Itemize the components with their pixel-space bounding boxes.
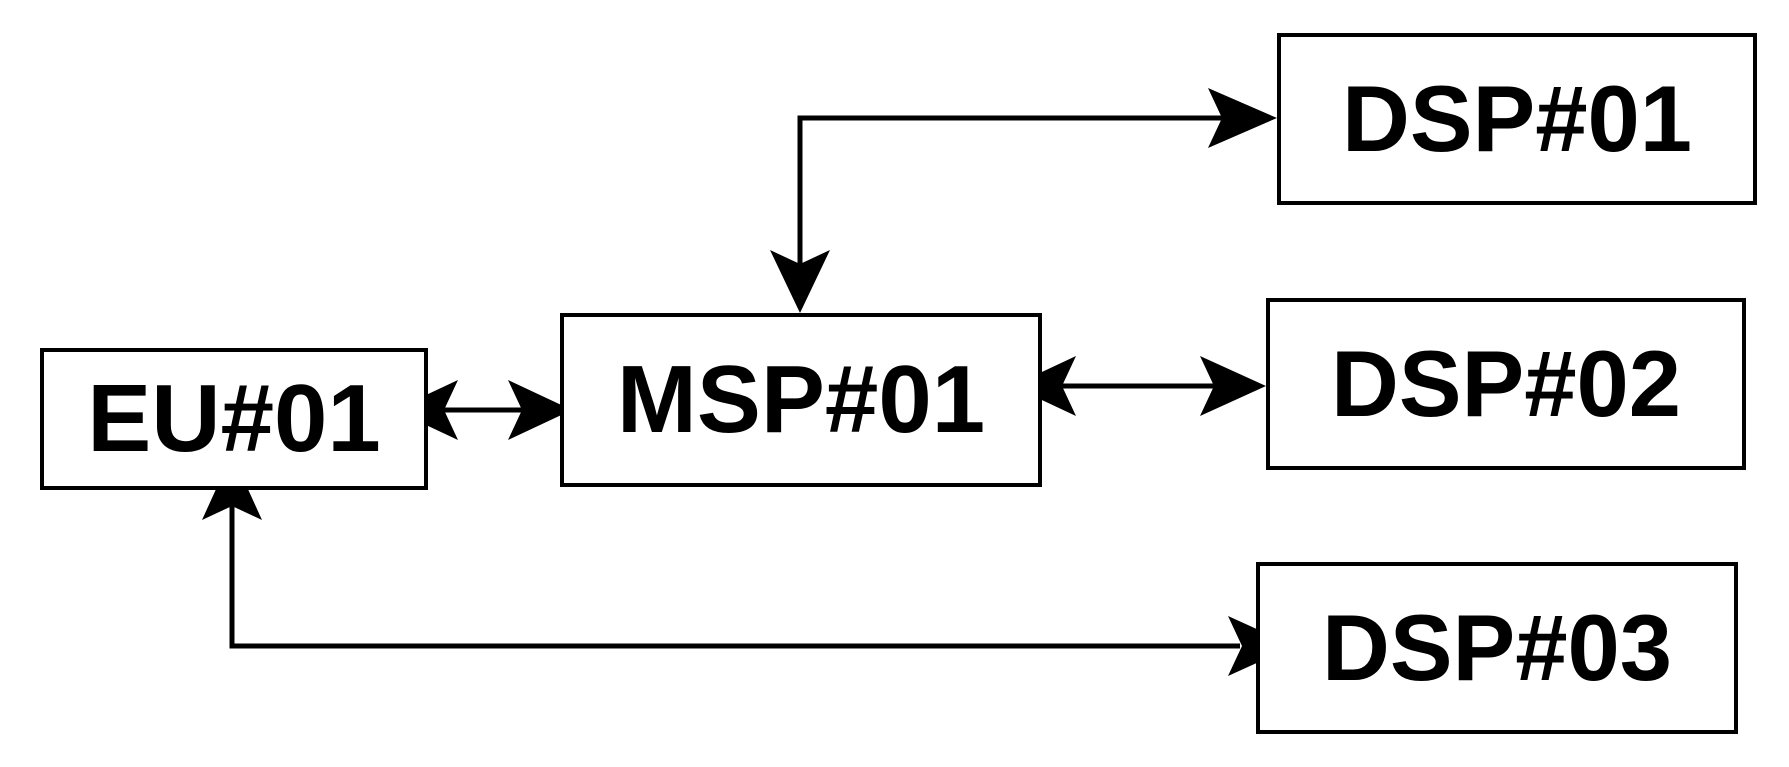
arrowhead-to-dsp02: [1200, 356, 1266, 416]
edge-eu01-dsp03: [229, 500, 1240, 649]
node-dsp01-label: DSP#01: [1341, 66, 1693, 171]
arrowhead-to-msp01-top: [770, 250, 830, 313]
node-dsp02-label: DSP#02: [1330, 331, 1682, 436]
node-msp01: MSP#01: [560, 313, 1042, 487]
node-eu01: EU#01: [40, 348, 428, 490]
arrowhead-to-msp01-right: [1012, 356, 1076, 416]
edge-msp01-dsp01: [797, 115, 1230, 275]
node-dsp03: DSP#03: [1256, 562, 1738, 734]
arrowhead-to-msp01-left: [508, 380, 572, 440]
node-dsp02: DSP#02: [1266, 298, 1746, 470]
arrowhead-to-dsp01: [1208, 88, 1277, 148]
node-eu01-label: EU#01: [87, 365, 381, 472]
node-msp01-label: MSP#01: [616, 346, 986, 453]
node-dsp01: DSP#01: [1277, 33, 1757, 205]
node-dsp03-label: DSP#03: [1321, 595, 1673, 700]
